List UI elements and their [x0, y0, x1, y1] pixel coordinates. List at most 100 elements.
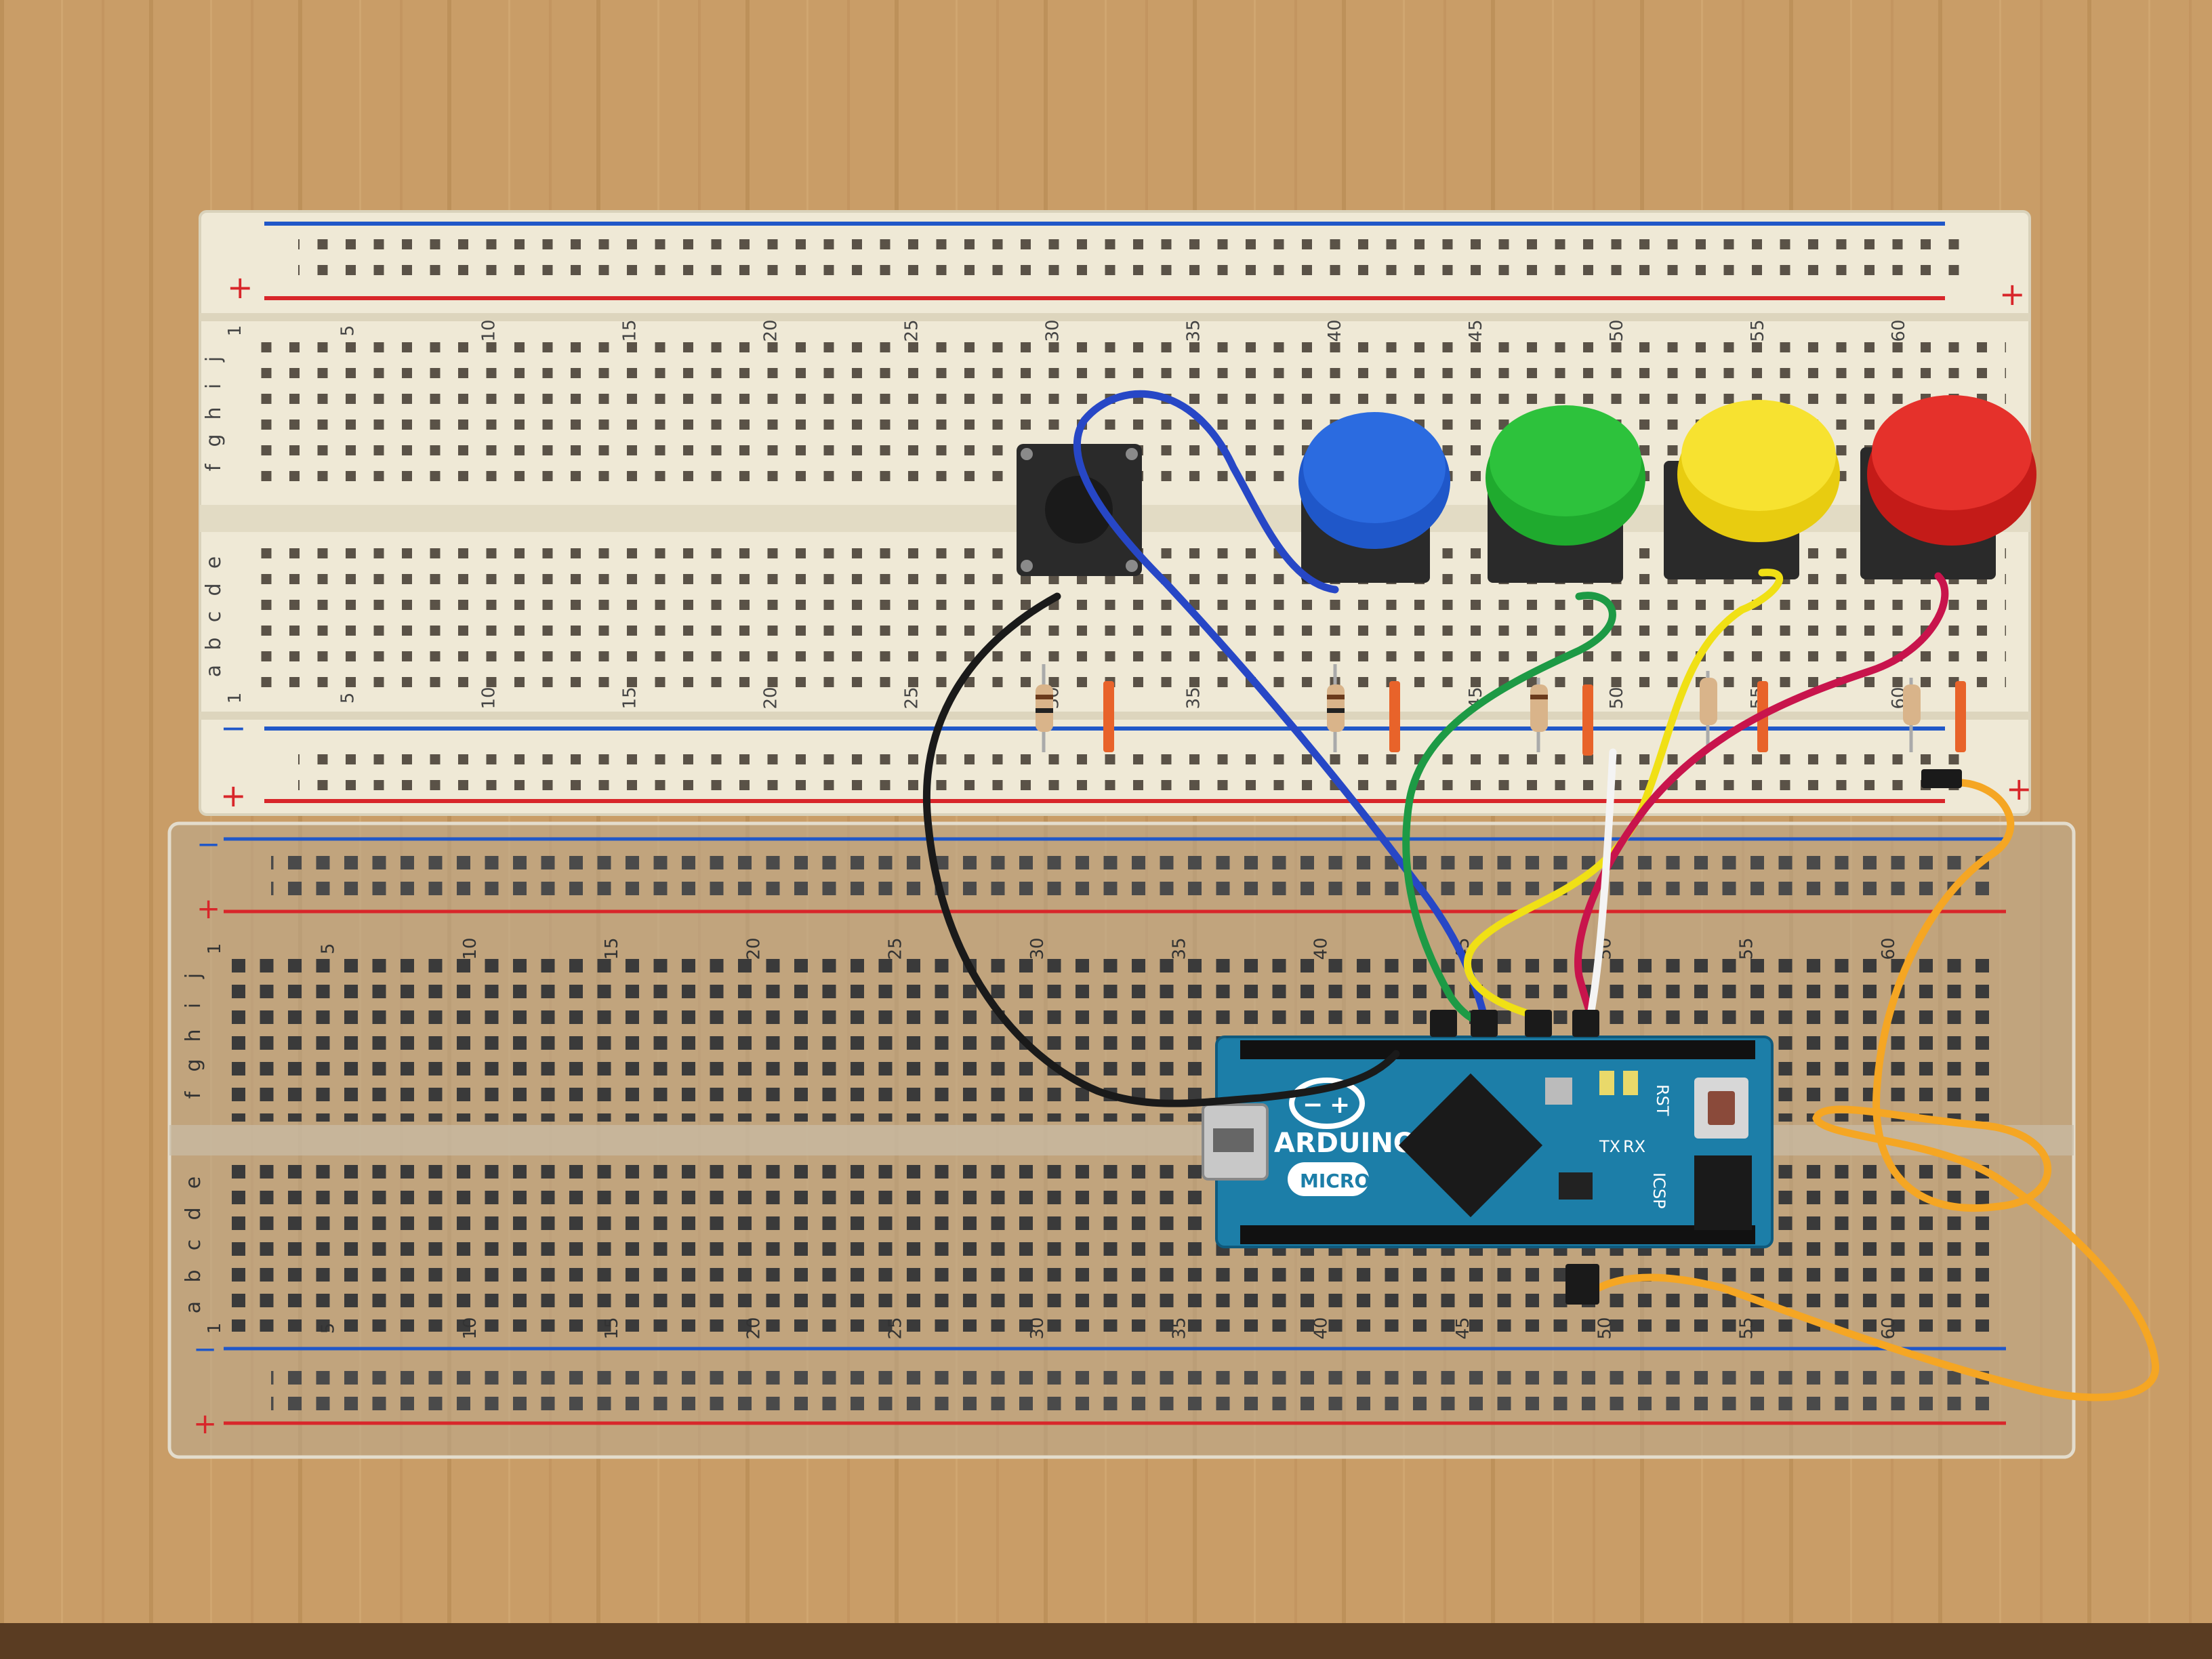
- column-number: 25: [902, 687, 922, 709]
- row-letter: f: [202, 463, 226, 471]
- column-number: 60: [1879, 1317, 1899, 1339]
- green-push-button[interactable]: [1486, 405, 1645, 583]
- column-number: 25: [886, 1317, 906, 1339]
- wires: [922, 390, 2159, 1401]
- column-number: 40: [1311, 1317, 1332, 1339]
- blue-wire: [1073, 390, 1488, 1021]
- column-number: 5: [318, 1323, 338, 1334]
- column-number: 1: [225, 325, 245, 337]
- column-number: 30: [1027, 937, 1048, 960]
- yellow-push-button[interactable]: [1664, 400, 1840, 579]
- bottom-center-channel: [169, 1125, 2074, 1155]
- bottom-rail-upper: − +: [197, 827, 2006, 925]
- column-number: 60: [1889, 319, 1909, 342]
- rail-plus-label: +: [197, 892, 220, 925]
- column-number: 10: [478, 319, 499, 342]
- column-number: 10: [478, 687, 499, 709]
- column-number: 1: [225, 693, 245, 704]
- green-wire: [1402, 592, 1616, 1027]
- rst-label: RST: [1653, 1084, 1672, 1116]
- white-wire: [1585, 748, 1617, 1027]
- rail-minus-label: −: [193, 1332, 217, 1366]
- rail-plus-label: +: [220, 777, 247, 814]
- column-number: 55: [1748, 319, 1768, 342]
- bottom-rail-lower: − +: [193, 1332, 2006, 1440]
- column-number: 30: [1043, 319, 1063, 342]
- column-number: 20: [743, 937, 764, 960]
- column-number: 15: [602, 937, 622, 960]
- column-number: 20: [761, 319, 781, 342]
- column-number: 5: [337, 693, 358, 704]
- magenta-wire: [1574, 572, 1949, 1031]
- column-number: 5: [337, 325, 358, 337]
- row-letter: a: [182, 1301, 205, 1313]
- rail-plus-label: +: [1999, 276, 2026, 312]
- column-number: 35: [1184, 687, 1204, 709]
- table-edge: [0, 1623, 2212, 1659]
- column-number: 55: [1737, 1317, 1757, 1339]
- row-letter: j: [202, 356, 226, 363]
- column-number: 40: [1325, 319, 1345, 342]
- column-number: 50: [1595, 1317, 1615, 1339]
- column-number: 25: [902, 319, 922, 342]
- resistor: [1036, 664, 1053, 752]
- arduino-micro: − + ARDUINO MICRO TX RX RST ICSP: [1202, 1036, 1774, 1248]
- jumper-bars: [1103, 681, 1966, 756]
- microcontroller-chip: [1398, 1073, 1543, 1218]
- column-number: 20: [761, 687, 781, 709]
- tx-label: TX: [1599, 1137, 1620, 1156]
- rail-minus-label: −: [220, 710, 247, 746]
- top-rail-lower: − + +: [220, 710, 2032, 814]
- row-letter: f: [182, 1090, 205, 1099]
- arduino-model: MICRO: [1300, 1170, 1370, 1192]
- arduino-logo: [1289, 1078, 1365, 1129]
- column-number: 5: [318, 943, 338, 955]
- row-letter: c: [182, 1240, 205, 1251]
- row-letter: a: [202, 665, 226, 677]
- red-push-button[interactable]: [1860, 395, 2036, 579]
- blue-push-button[interactable]: [1298, 412, 1450, 583]
- column-number: 60: [1879, 937, 1899, 960]
- column-number: 35: [1169, 1317, 1189, 1339]
- reset-button[interactable]: [1694, 1078, 1748, 1139]
- svg-text:+: +: [1330, 1091, 1350, 1119]
- row-letter: g: [202, 434, 226, 447]
- column-number: 25: [886, 937, 906, 960]
- column-number: 35: [1169, 937, 1189, 960]
- column-number: 10: [460, 937, 480, 960]
- column-number: 15: [620, 319, 640, 342]
- rail-plus-label: +: [227, 269, 253, 306]
- row-letter: i: [202, 384, 226, 389]
- column-number: 15: [602, 1317, 622, 1339]
- row-letter: h: [182, 1029, 205, 1042]
- column-number: 35: [1184, 319, 1204, 342]
- rail-plus-label: +: [2006, 771, 2032, 807]
- row-letter: b: [202, 637, 226, 650]
- resistors: [1036, 664, 1921, 752]
- column-number: 15: [620, 687, 640, 709]
- icsp-label: ICSP: [1650, 1172, 1668, 1209]
- row-letter: e: [202, 556, 226, 569]
- column-number: 1: [205, 943, 225, 955]
- row-letter: d: [202, 583, 226, 596]
- arduino-brand: ARDUINO: [1274, 1128, 1416, 1159]
- wire-connectors: [1430, 769, 1962, 1305]
- row-letter: j: [182, 973, 205, 979]
- row-letter: d: [182, 1207, 205, 1220]
- column-number: 55: [1737, 937, 1757, 960]
- column-number: 30: [1027, 1317, 1048, 1339]
- rail-plus-label: +: [193, 1407, 217, 1440]
- icsp-header: [1694, 1155, 1752, 1230]
- row-letter: i: [182, 1003, 205, 1008]
- black-wire: [922, 592, 1400, 1107]
- column-number: 50: [1607, 319, 1627, 342]
